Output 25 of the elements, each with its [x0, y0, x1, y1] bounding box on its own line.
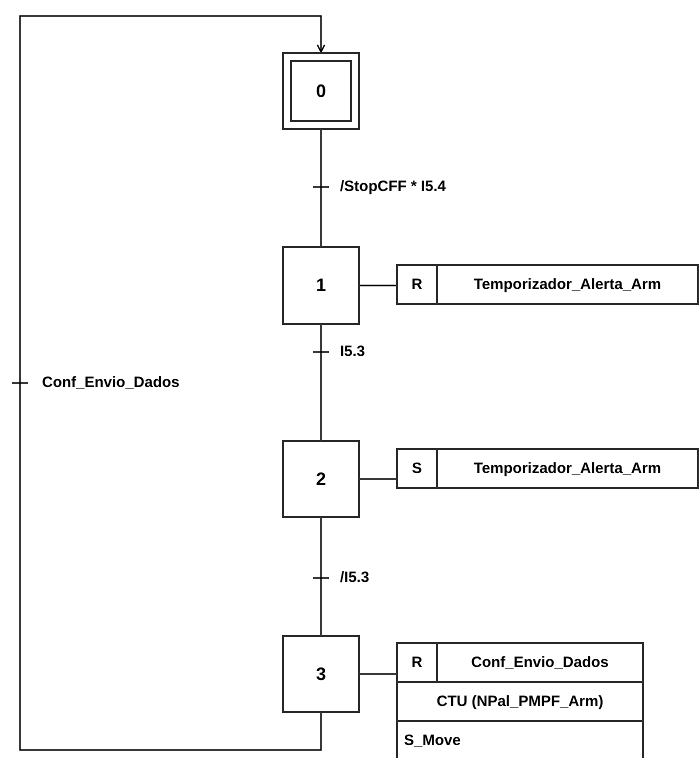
action-qualifier: R: [396, 264, 438, 305]
action-text: S_Move: [396, 720, 644, 758]
transition-link: [19, 15, 326, 751]
action-text: Conf_Envio_Dados: [436, 642, 644, 683]
action-link: [360, 284, 398, 286]
transition-link: [320, 130, 322, 246]
action-link: [360, 478, 398, 480]
initial-step-box: [282, 52, 360, 130]
step-number: 1: [316, 275, 326, 296]
transition-condition: Conf_Envio_Dados: [40, 374, 182, 392]
action-text: Temporizador_Alerta_Arm: [436, 448, 699, 489]
action-text: CTU (NPal_PMPF_Arm): [396, 681, 644, 722]
transition-link: [320, 518, 322, 635]
step-number: 3: [316, 664, 326, 684]
step-box: [282, 635, 360, 713]
transition-link: [320, 325, 322, 440]
step-number: 0: [316, 80, 326, 102]
action-qualifier: R: [396, 642, 438, 683]
transition-condition: /StopCFF * I5.4: [338, 178, 448, 196]
action-link: [360, 673, 398, 675]
action-text: Temporizador_Alerta_Arm: [436, 264, 699, 305]
step-box: [282, 440, 360, 518]
action-qualifier: S: [396, 448, 438, 489]
step-number: 2: [316, 468, 326, 490]
step-box: [282, 246, 360, 325]
